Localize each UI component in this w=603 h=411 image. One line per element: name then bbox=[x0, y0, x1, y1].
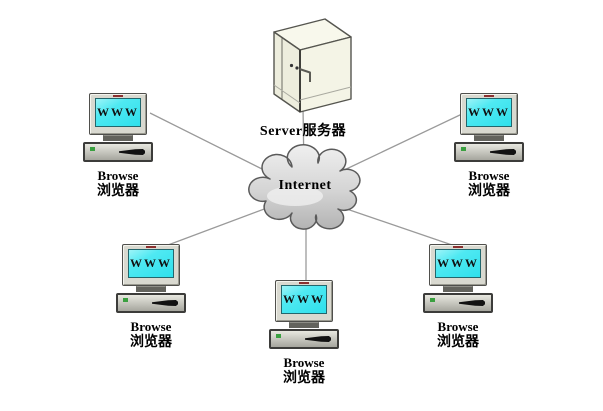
server-base-seam-left bbox=[273, 84, 301, 104]
power-led bbox=[276, 334, 281, 338]
client-label-en: Browse bbox=[283, 355, 325, 370]
desktop-case bbox=[269, 329, 339, 349]
internet-cloud bbox=[248, 144, 361, 230]
monitor-stand bbox=[136, 286, 166, 292]
server-button bbox=[289, 63, 294, 68]
client-label-en: Browse bbox=[468, 168, 510, 183]
desktop-case bbox=[423, 293, 493, 313]
link-cloud-bottom-right bbox=[334, 204, 456, 247]
monitor: WWW bbox=[460, 93, 518, 135]
power-led bbox=[430, 298, 435, 302]
client-label-zh: 浏览器 bbox=[97, 184, 139, 199]
link-cloud-top-left bbox=[149, 112, 281, 179]
drive-slot bbox=[459, 300, 485, 306]
monitor-screen: WWW bbox=[95, 98, 141, 127]
client-computer-bottom-right: WWW Browse 浏览器 bbox=[416, 244, 500, 351]
cloud-highlight bbox=[267, 186, 323, 206]
screen-text: WWW bbox=[437, 256, 479, 270]
monitor-vent bbox=[453, 246, 463, 248]
monitor-screen: WWW bbox=[128, 249, 174, 278]
server-button bbox=[295, 66, 299, 70]
server-base-seam-front bbox=[299, 86, 352, 101]
monitor-screen: WWW bbox=[435, 249, 481, 278]
monitor-screen: WWW bbox=[466, 98, 512, 127]
power-led bbox=[90, 147, 95, 151]
link-cloud-bottom-left bbox=[159, 204, 276, 249]
link-cloud-top-right bbox=[339, 113, 463, 173]
connection-lines bbox=[149, 107, 463, 284]
client-label-en: Browse bbox=[130, 319, 172, 334]
client-computer-top-right: WWW Browse 浏览器 bbox=[447, 93, 531, 200]
monitor-vent bbox=[484, 95, 494, 97]
client-label-zh: 浏览器 bbox=[283, 371, 325, 386]
client-computer-bottom-left: WWW Browse 浏览器 bbox=[109, 244, 193, 351]
client-label-zh: 浏览器 bbox=[437, 335, 479, 350]
client-label-en: Browse bbox=[437, 319, 479, 334]
drive-slot bbox=[490, 149, 516, 155]
monitor-stand bbox=[474, 135, 504, 141]
internet-label: Internet bbox=[278, 178, 332, 193]
monitor: WWW bbox=[122, 244, 180, 286]
client-computer-top-left: WWW Browse 浏览器 bbox=[76, 93, 160, 200]
desktop-case bbox=[83, 142, 153, 162]
client-label-zh: 浏览器 bbox=[130, 335, 172, 350]
desktop-case bbox=[454, 142, 524, 162]
drive-slot bbox=[119, 149, 145, 155]
client-label-zh: 浏览器 bbox=[468, 184, 510, 199]
monitor: WWW bbox=[429, 244, 487, 286]
client-computer-bottom-center: WWW Browse 浏览器 bbox=[262, 280, 346, 387]
monitor-vent bbox=[113, 95, 123, 97]
drive-slot bbox=[152, 300, 178, 306]
monitor-stand bbox=[103, 135, 133, 141]
monitor-stand bbox=[289, 322, 319, 328]
monitor: WWW bbox=[275, 280, 333, 322]
server-label: Server服务器 bbox=[259, 124, 347, 139]
power-led bbox=[123, 298, 128, 302]
monitor-screen: WWW bbox=[281, 285, 327, 314]
power-led bbox=[461, 147, 466, 151]
monitor: WWW bbox=[89, 93, 147, 135]
screen-text: WWW bbox=[468, 105, 510, 119]
monitor-vent bbox=[146, 246, 156, 248]
screen-text: WWW bbox=[130, 256, 172, 270]
screen-text: WWW bbox=[97, 105, 139, 119]
server-front-face bbox=[299, 36, 352, 113]
desktop-case bbox=[116, 293, 186, 313]
server-tower bbox=[273, 18, 352, 113]
server-handle bbox=[299, 68, 311, 82]
client-label-en: Browse bbox=[97, 168, 139, 183]
drive-slot bbox=[305, 336, 331, 342]
monitor-vent bbox=[299, 282, 309, 284]
screen-text: WWW bbox=[283, 292, 325, 306]
monitor-stand bbox=[443, 286, 473, 292]
